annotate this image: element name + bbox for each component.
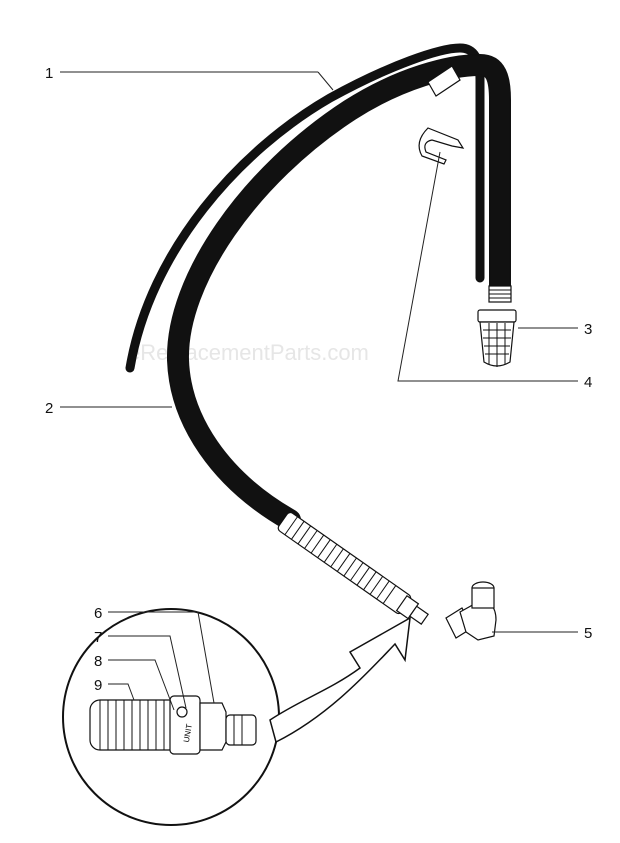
callout-6: 6 — [94, 605, 102, 622]
suction-tube-thread — [488, 285, 512, 303]
callout-9: 9 — [94, 677, 102, 694]
callout-2: 2 — [45, 400, 53, 417]
leader-4 — [397, 151, 578, 382]
leader-1-diag — [317, 71, 334, 91]
hose-end-fitting — [277, 511, 429, 625]
leader-6 — [108, 611, 215, 704]
suction-hose — [166, 53, 512, 531]
return-tube — [125, 43, 485, 373]
leader-9 — [108, 683, 135, 701]
leader-8 — [108, 659, 175, 711]
strainer-part — [477, 309, 517, 367]
elbow-fitting-part — [445, 581, 497, 641]
inset-fitting — [199, 702, 257, 751]
leader-7 — [108, 635, 187, 709]
watermark-text: eReplacementParts.com — [128, 340, 369, 365]
hose-clip-part — [418, 127, 465, 165]
callout-1: 1 — [45, 65, 53, 82]
callout-3: 3 — [584, 321, 592, 338]
callout-7: 7 — [94, 629, 102, 646]
callout-8: 8 — [94, 653, 102, 670]
callout-5: 5 — [584, 625, 592, 642]
clamp-band-text: UNIT — [182, 723, 194, 743]
inset-hose-clamp: UNIT — [169, 695, 201, 755]
callout-4: 4 — [584, 374, 592, 391]
detail-arrow — [269, 616, 411, 744]
